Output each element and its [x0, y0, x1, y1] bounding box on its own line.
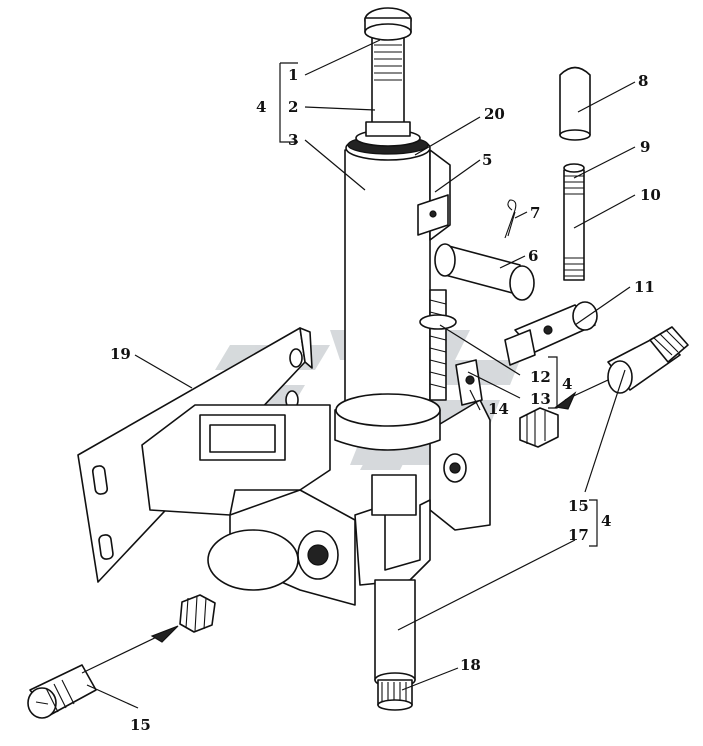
callout-15-right: 15: [568, 497, 589, 515]
part-clamp-bracket: [417, 149, 451, 241]
callout-14: 14: [488, 400, 509, 418]
part-threaded-stem: [419, 289, 483, 406]
callout-4-upper: 4: [256, 98, 266, 116]
callout-5: 5: [482, 151, 492, 169]
part-lower-shaft: [354, 474, 431, 711]
callout-2: 2: [288, 98, 298, 116]
part-bracket-housing: [141, 399, 491, 606]
assembly-arrows: [81, 379, 609, 674]
part-bolt-left: [27, 664, 97, 719]
callout-3: 3: [288, 131, 298, 149]
part-piston-rod: [364, 7, 412, 137]
callout-8: 8: [638, 72, 648, 90]
part-bolt-right: [607, 326, 689, 394]
part-cotter-pin: [504, 199, 517, 239]
leader-lines: [86, 39, 636, 709]
callout-10: 10: [640, 186, 661, 204]
callout-19: 19: [110, 345, 131, 363]
part-stud-pin: [563, 163, 585, 281]
callout-12: 12: [530, 368, 551, 386]
callout-9: 9: [640, 138, 650, 156]
callout-20: 20: [484, 105, 505, 123]
part-pin: [434, 243, 535, 301]
part-connector: [504, 301, 598, 366]
callout-18: 18: [460, 656, 481, 674]
part-cylinder-body: [334, 129, 441, 451]
part-castle-nut-right: [519, 407, 559, 448]
part-cap: [559, 66, 591, 141]
callout-13: 13: [530, 390, 551, 408]
callout-17: 17: [568, 526, 589, 544]
callout-6: 6: [528, 247, 538, 265]
callout-15-left: 15: [130, 716, 151, 734]
callout-1: 1: [288, 66, 298, 84]
callout-4-mid: 4: [562, 375, 572, 393]
callout-7: 7: [530, 204, 540, 222]
callout-11: 11: [634, 278, 655, 296]
callout-4-lower: 4: [601, 512, 611, 530]
part-castle-nut-left: [179, 594, 216, 633]
callout-labels: 1 2 3 4 5 6 7 8 9 10 11 12 13 4 14 15 17…: [110, 66, 661, 734]
